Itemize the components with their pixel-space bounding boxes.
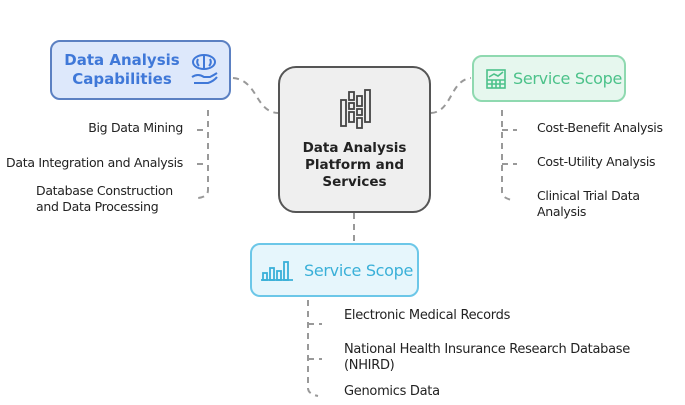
list-item-line: Database Construction	[36, 183, 173, 198]
service-scope-right-box: Service Scope	[472, 55, 626, 102]
center-title-line: Data Analysis	[302, 140, 407, 156]
connector-right	[430, 77, 472, 114]
box-title: Service Scope	[513, 69, 623, 88]
list-item: National Health Insurance Research Datab…	[344, 342, 630, 374]
center-title-line: Services	[322, 174, 387, 190]
box-title-line: Data Analysis	[64, 51, 180, 69]
list-item-line: (NHIRD)	[344, 358, 395, 373]
box-title: Service Scope	[304, 260, 414, 280]
list-item: Big Data Mining	[88, 120, 183, 135]
list-item: Cost-Benefit Analysis	[537, 120, 663, 135]
brain-hand-icon	[191, 54, 218, 84]
service-scope-bottom-box: Service Scope	[250, 243, 419, 297]
branch-left	[197, 110, 209, 199]
data-analysis-capabilities-box: Data Analysis Capabilities	[50, 40, 231, 100]
list-item-line: Analysis	[537, 204, 587, 219]
list-item: Electronic Medical Records	[344, 308, 511, 323]
list-item: Clinical Trial Data Analysis	[537, 188, 640, 220]
list-item-line: National Health Insurance Research Datab…	[344, 342, 630, 357]
bar-chart-icon	[261, 261, 293, 281]
branch-bottom	[307, 300, 322, 397]
list-item-line: Clinical Trial Data	[537, 188, 640, 203]
list-item: Data Integration and Analysis	[6, 155, 183, 170]
branch-right	[501, 110, 517, 201]
list-item: Database Construction and Data Processin…	[36, 183, 173, 215]
spreadsheet-chart-icon	[486, 68, 506, 89]
bar-columns-icon	[339, 89, 371, 129]
connector-left	[232, 77, 279, 114]
center-title-line: Platform and	[304, 157, 405, 173]
central-platform-box: Data Analysis Platform and Services	[278, 66, 431, 213]
list-item: Genomics Data	[344, 384, 440, 399]
list-item: Cost-Utility Analysis	[537, 154, 656, 169]
list-item-line: and Data Processing	[36, 199, 159, 214]
box-title-line: Capabilities	[72, 70, 172, 88]
